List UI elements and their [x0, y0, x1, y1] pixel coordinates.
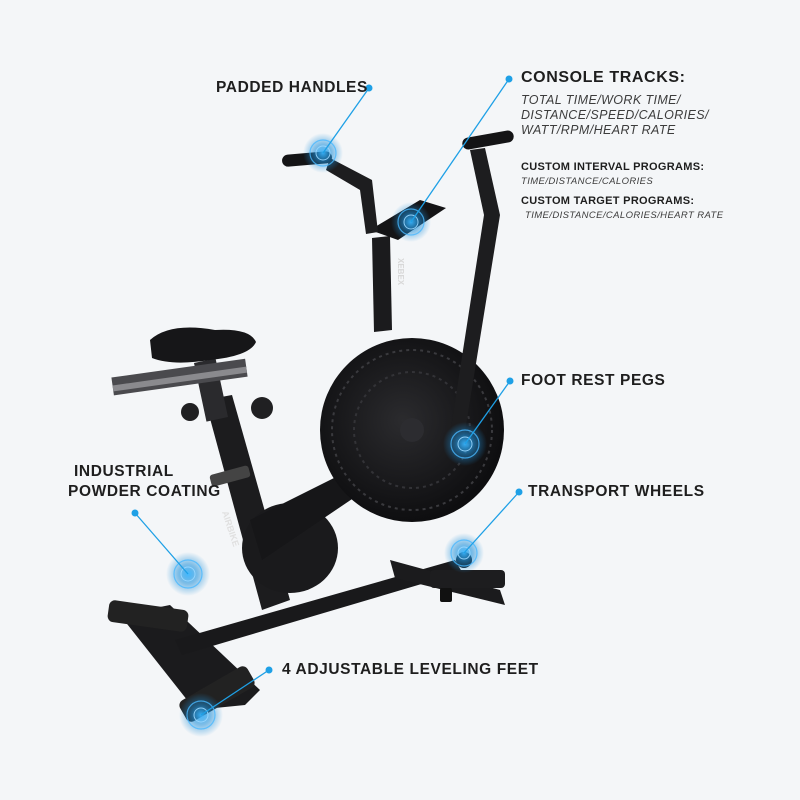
fan-cage-ring	[331, 349, 493, 511]
lower-main-tube	[175, 560, 462, 655]
frame-brand-text: XEBEX	[396, 258, 405, 286]
leader-transport-wheels	[463, 491, 520, 554]
right-handle-grip	[462, 130, 514, 150]
fan-hub	[400, 418, 424, 442]
custom-target-title: CUSTOM TARGET PROGRAMS:	[521, 195, 695, 207]
leader-lines	[131, 75, 523, 716]
pedal	[209, 465, 251, 487]
bike-frame: XEBEX AIRBIKE	[107, 130, 514, 722]
seat-knob-lower	[181, 403, 199, 421]
seat-slider-highlight	[112, 366, 248, 392]
custom-interval-title: CUSTOM INTERVAL PROGRAMS:	[521, 161, 705, 173]
callout-padded-handles: PADDED HANDLES	[216, 79, 368, 96]
custom-interval-detail: TIME/DISTANCE/CALORIES	[521, 176, 654, 187]
console-metrics-line3: WATT/RPM/HEART RATE	[521, 123, 676, 137]
callout-leveling-feet: 4 ADJUSTABLE LEVELING FEET	[282, 661, 539, 678]
seat	[150, 327, 256, 363]
leader-powder-coating	[134, 512, 189, 575]
callout-console-tracks: CONSOLE TRACKS:	[521, 69, 686, 86]
console-metrics-line1: TOTAL TIME/WORK TIME/	[521, 93, 681, 107]
rear-foot-left	[107, 600, 189, 632]
callout-foot-rest-pegs: FOOT REST PEGS	[521, 372, 666, 389]
seat-knob-side	[251, 397, 273, 419]
callout-industrial-line2: POWDER COATING	[68, 483, 221, 500]
left-handle-arm	[326, 158, 378, 234]
leader-padded-handles	[322, 87, 370, 154]
console-metrics-line2: DISTANCE/SPEED/CALORIES/	[521, 108, 709, 122]
leader-console	[410, 78, 510, 223]
crank-arm	[250, 470, 358, 560]
right-handle-arm	[448, 148, 500, 450]
front-stabilizer	[430, 570, 505, 588]
callout-transport-wheels: TRANSPORT WHEELS	[528, 483, 705, 500]
leader-foot-rest	[464, 380, 511, 445]
custom-target-detail: TIME/DISTANCE/CALORIES/HEART RATE	[525, 210, 724, 221]
front-leveling-foot	[440, 588, 452, 602]
leader-leveling-feet	[200, 669, 270, 716]
console-column	[372, 236, 392, 332]
callout-industrial-line1: INDUSTRIAL	[74, 463, 174, 480]
